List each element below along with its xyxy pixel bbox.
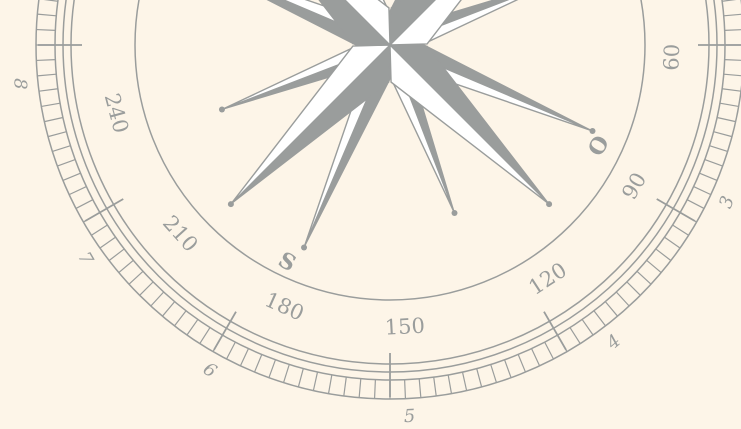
minor-tick	[434, 377, 436, 396]
minor-tick	[605, 302, 617, 317]
minor-tick	[545, 342, 554, 359]
compass-star	[184, 0, 595, 251]
minor-tick	[129, 271, 143, 284]
minor-tick	[656, 249, 671, 261]
star-tip-dot	[219, 107, 225, 113]
minor-tick	[405, 380, 406, 399]
minor-tick	[532, 349, 540, 366]
minor-tick	[664, 237, 680, 248]
minor-tick	[375, 380, 376, 399]
degree-label: 150	[384, 314, 425, 340]
minor-tick	[162, 302, 174, 317]
minor-tick	[63, 173, 81, 180]
minor-tick	[329, 375, 332, 394]
minor-tick	[463, 372, 467, 391]
degree-label: 210	[158, 211, 203, 257]
minor-tick	[673, 225, 689, 235]
minor-tick	[57, 160, 75, 166]
outer-number: 3	[715, 193, 739, 211]
minor-tick	[344, 377, 346, 396]
star-tip-dot	[452, 210, 458, 216]
minor-tick	[720, 103, 739, 106]
minor-tick	[722, 89, 741, 91]
minor-tick	[725, 60, 741, 61]
minor-tick	[36, 30, 55, 31]
minor-tick	[627, 282, 640, 295]
minor-tick	[725, 30, 741, 31]
minor-tick	[313, 372, 317, 391]
star-tip-dot	[546, 201, 552, 207]
minor-tick	[174, 311, 186, 326]
outer-number: 6	[199, 358, 220, 382]
minor-tick	[109, 249, 124, 261]
minor-tick	[709, 146, 727, 152]
minor-tick	[39, 0, 58, 1]
degree-label: 240	[100, 91, 134, 136]
minor-tick	[647, 260, 662, 272]
minor-tick	[448, 375, 451, 394]
minor-tick	[91, 225, 107, 235]
minor-tick	[724, 14, 741, 16]
cardinal-label: S	[274, 247, 301, 277]
minor-tick	[119, 260, 134, 272]
minor-tick	[722, 0, 741, 1]
minor-tick	[694, 187, 711, 195]
minor-tick	[637, 271, 651, 284]
minor-tick	[200, 328, 210, 344]
minor-tick	[582, 319, 593, 335]
minor-tick	[491, 364, 497, 382]
minor-tick	[616, 292, 629, 306]
degree-label-group: 60 90 120 150 180 210 240	[100, 44, 685, 340]
degree-label: 90	[617, 168, 651, 203]
minor-tick	[594, 311, 606, 326]
minor-tick	[240, 349, 248, 366]
cardinal-label: O	[583, 131, 615, 161]
outer-number: 7	[73, 248, 97, 269]
minor-tick	[151, 292, 164, 306]
degree-label: 180	[261, 287, 307, 325]
minor-tick	[76, 200, 93, 209]
degree-label: 60	[659, 44, 684, 72]
minor-tick	[687, 200, 704, 209]
outer-number: 4	[602, 330, 625, 354]
outer-number: 8	[10, 78, 31, 89]
minor-tick	[359, 379, 361, 398]
minor-tick	[505, 360, 511, 378]
star-tip-dot	[301, 245, 307, 251]
minor-tick	[699, 173, 717, 180]
minor-tick	[44, 118, 63, 122]
minor-tick	[41, 103, 60, 106]
minor-tick	[227, 342, 236, 359]
minor-tick	[100, 237, 116, 248]
minor-tick	[255, 354, 262, 372]
minor-tick	[37, 14, 56, 16]
minor-tick	[714, 132, 732, 137]
minor-tick	[187, 319, 198, 335]
minor-tick	[284, 364, 290, 382]
star-tip-dot	[228, 201, 234, 207]
minor-tick	[705, 160, 723, 166]
minor-tick	[419, 379, 421, 398]
minor-tick	[69, 187, 86, 195]
minor-tick	[52, 146, 70, 152]
minor-tick	[518, 354, 525, 372]
minor-tick	[36, 60, 55, 61]
minor-tick	[48, 132, 66, 137]
minor-tick	[724, 74, 741, 76]
minor-tick	[570, 328, 580, 344]
minor-tick	[717, 118, 736, 122]
minor-tick	[477, 369, 482, 387]
minor-tick	[269, 360, 275, 378]
minor-tick	[39, 89, 58, 91]
outer-number: 5	[403, 406, 416, 425]
degree-label: 120	[524, 258, 571, 300]
minor-tick	[298, 369, 303, 387]
minor-tick	[37, 74, 56, 76]
minor-tick	[140, 282, 153, 295]
